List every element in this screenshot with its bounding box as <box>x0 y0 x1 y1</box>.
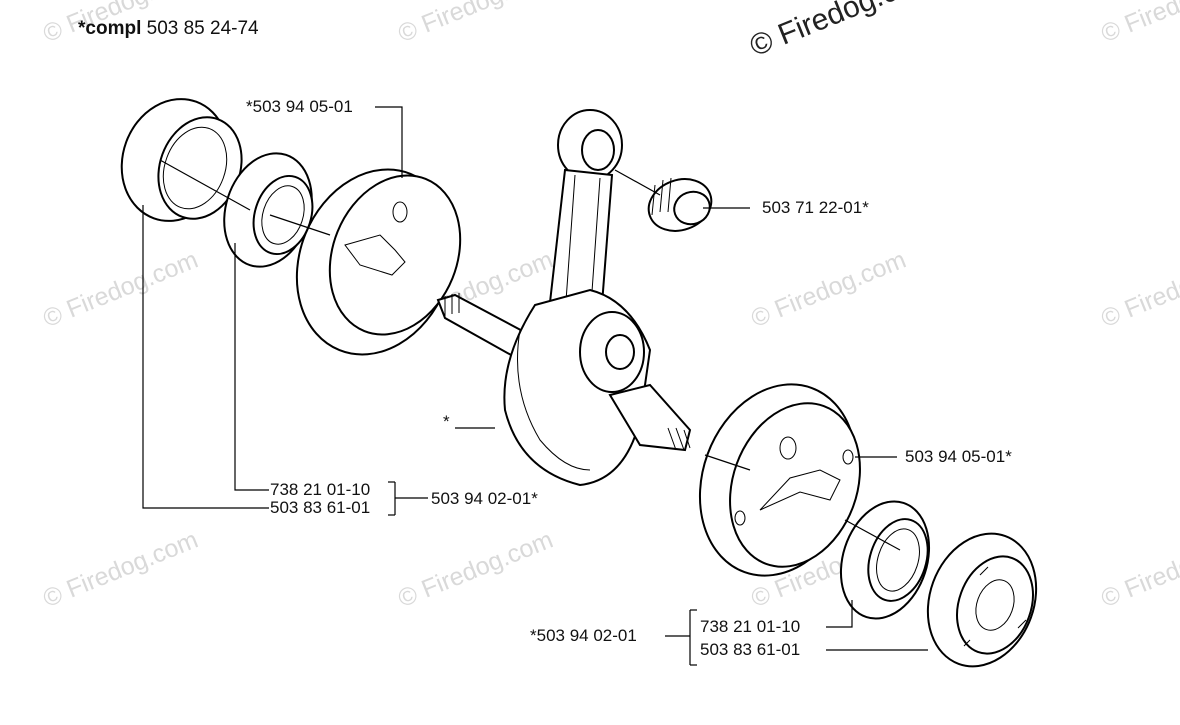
connecting-rod <box>546 109 623 332</box>
assembly-title: *compl 503 85 24-74 <box>78 18 259 40</box>
label-kit-bottom: *503 94 02-01 <box>530 626 637 645</box>
right-flywheel-half <box>698 383 861 577</box>
label-bearing-bottom-b: 503 83 61-01 <box>700 640 801 659</box>
crankshaft-right-shaft <box>608 383 692 452</box>
right-ball-bearing <box>839 500 931 620</box>
label-bearing-left-a: 738 21 01-10 <box>270 480 371 499</box>
label-crank-asterisk: * <box>443 412 450 431</box>
title-prefix: *compl <box>78 18 142 39</box>
label-needle-bearing: 503 71 22-01* <box>762 198 869 217</box>
right-outer-bearing <box>926 532 1038 668</box>
label-flywheel-right: 503 94 05-01* <box>905 447 1012 466</box>
leader-lines <box>142 106 928 666</box>
label-kit-left: 503 94 02-01* <box>431 489 538 508</box>
left-flywheel-half <box>295 168 462 356</box>
needle-bearing <box>647 177 713 232</box>
label-bearing-left-b: 503 83 61-01 <box>270 498 371 517</box>
left-ball-bearing <box>223 152 314 268</box>
title-part-number: 503 85 24-74 <box>146 18 259 39</box>
label-flywheel-top: *503 94 05-01 <box>246 97 353 116</box>
crank-web <box>503 288 652 487</box>
label-bearing-bottom-a: 738 21 01-10 <box>700 617 801 636</box>
